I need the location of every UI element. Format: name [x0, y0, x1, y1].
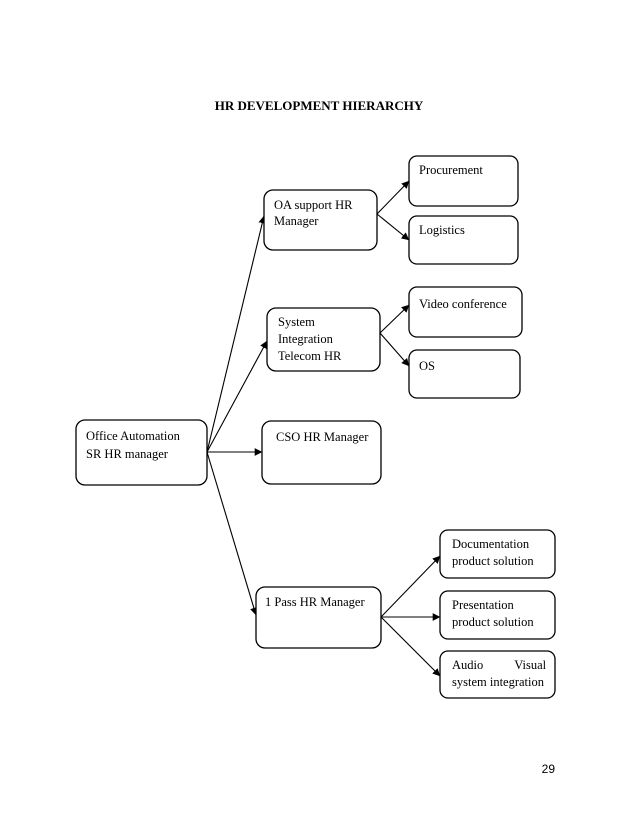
- edge-one-pass-to-documentation: [380, 555, 441, 618]
- node-label-line: product solution: [452, 554, 534, 568]
- node-label-line: CSO HR Manager: [276, 430, 369, 444]
- diagram-title: HR DEVELOPMENT HIERARCHY: [215, 98, 424, 113]
- node-cso: CSO HR Manager: [261, 420, 382, 485]
- node-box: [408, 349, 521, 399]
- node-box: [439, 529, 556, 579]
- edge-one-pass-to-audio-visual: [380, 616, 441, 677]
- node-presentation: Presentation product solution: [439, 590, 556, 640]
- node-label-line: Integration: [278, 332, 334, 346]
- edge-oa-support-to-procurement: [376, 180, 410, 215]
- node-label-line: Telecom HR: [278, 349, 342, 363]
- edge-root-to-oa-support: [206, 215, 267, 453]
- node-label-line: Video conference: [419, 297, 507, 311]
- node-label-line: OA support HR: [274, 198, 353, 212]
- node-box: [439, 590, 556, 640]
- edge-root-to-one-pass: [206, 451, 258, 616]
- node-system-integration: System Integration Telecom HR: [266, 307, 381, 372]
- node-os: OS: [408, 349, 521, 399]
- node-box: [439, 650, 556, 699]
- node-procurement: Procurement: [408, 155, 519, 207]
- page-number: 29: [542, 762, 556, 776]
- node-label-line: Office Automation: [86, 429, 181, 443]
- node-label-line: Audio Visual: [452, 658, 547, 672]
- node-label-line: SR HR manager: [86, 447, 169, 461]
- node-logistics: Logistics: [408, 215, 519, 265]
- node-label-line: Manager: [274, 214, 319, 228]
- node-label-line: 1 Pass HR Manager: [265, 595, 365, 609]
- node-box: [75, 419, 208, 486]
- node-one-pass: 1 Pass HR Manager: [255, 586, 382, 649]
- node-audio-visual: Audio Visual system integration: [439, 650, 556, 699]
- node-root: Office Automation SR HR manager: [75, 419, 208, 486]
- node-label-line: Logistics: [419, 223, 465, 237]
- node-label-line: product solution: [452, 615, 534, 629]
- node-box: [261, 420, 382, 485]
- node-box: [408, 155, 519, 207]
- node-box: [408, 286, 523, 338]
- edge-system-integration-to-os: [379, 332, 410, 367]
- node-label-line: system integration: [452, 675, 545, 689]
- node-box: [408, 215, 519, 265]
- node-label-line: Documentation: [452, 537, 530, 551]
- connector-arrows: [206, 180, 441, 677]
- edge-root-to-system-integration: [206, 340, 268, 453]
- node-documentation: Documentation product solution: [439, 529, 556, 579]
- node-box: [266, 307, 381, 372]
- node-label-line: System: [278, 315, 315, 329]
- edge-system-integration-to-video-conference: [379, 304, 410, 334]
- node-label-line: Procurement: [419, 163, 483, 177]
- node-label-line: OS: [419, 359, 435, 373]
- edge-oa-support-to-logistics: [376, 213, 410, 241]
- node-video-conference: Video conference: [408, 286, 523, 338]
- node-oa-support: OA support HR Manager: [263, 189, 378, 251]
- node-box: [263, 189, 378, 251]
- node-label-line: Presentation: [452, 598, 515, 612]
- node-box: [255, 586, 382, 649]
